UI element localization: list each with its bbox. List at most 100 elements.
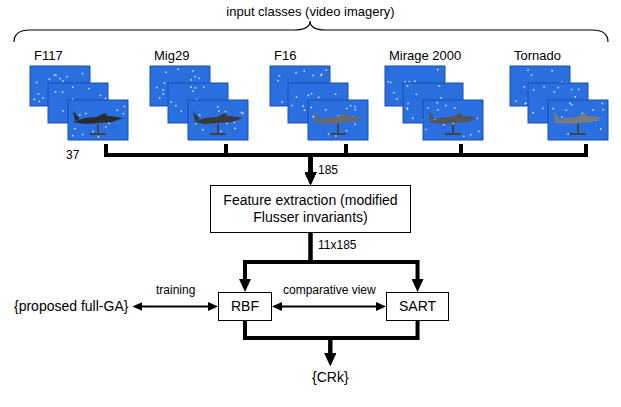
noise-speck (105, 126, 107, 128)
noise-speck (190, 79, 192, 81)
video-frame (423, 100, 483, 140)
noise-speck (350, 105, 352, 107)
process-box: RBF (218, 292, 272, 321)
frame-ground (188, 100, 248, 140)
video-frame (308, 100, 368, 140)
noise-speck (335, 93, 337, 95)
noise-speck (38, 93, 40, 95)
noise-speck (527, 69, 529, 71)
flow-arrow (311, 144, 587, 177)
noise-speck (543, 86, 545, 87)
noise-speck (175, 105, 177, 107)
noise-speck (39, 101, 41, 103)
noise-speck (335, 135, 337, 137)
noise-speck (156, 87, 158, 89)
noise-speck (393, 92, 395, 94)
noise-speck (427, 107, 429, 109)
noise-speck (571, 104, 573, 106)
noise-speck (440, 97, 442, 99)
noise-speck (407, 107, 409, 109)
noise-speck (478, 131, 480, 133)
noise-speck (218, 110, 220, 112)
noise-speck (62, 80, 64, 82)
image-class: Mirage 2000 (381, 48, 487, 144)
noise-speck (117, 110, 119, 112)
noise-speck (72, 135, 74, 137)
edge-label: comparative view (282, 283, 377, 297)
aircraft-wing (90, 113, 110, 120)
frame-ground (548, 100, 608, 140)
image-class: F117 (26, 48, 132, 144)
flow-arrow (311, 144, 347, 177)
noise-speck (321, 74, 323, 76)
noise-speck (354, 124, 356, 126)
count-label: 185 (318, 163, 338, 177)
video-frame (68, 100, 128, 140)
noise-speck (82, 73, 84, 75)
noise-speck (311, 93, 313, 95)
noise-speck (532, 112, 534, 114)
aircraft-picture (428, 111, 478, 134)
noise-speck (234, 122, 236, 124)
noise-speck (36, 82, 38, 84)
noise-speck (62, 92, 64, 94)
noise-speck (88, 88, 90, 90)
aircraft-stand (330, 124, 346, 134)
noise-speck (425, 129, 427, 131)
noise-speck (575, 96, 577, 98)
noise-speck (199, 114, 201, 116)
noise-speck (318, 97, 320, 99)
flow-arrow (106, 144, 311, 177)
noise-speck (558, 87, 560, 89)
noise-speck (346, 108, 348, 110)
noise-speck (437, 69, 439, 71)
title-wrap: input classes (video imagery) (0, 2, 621, 20)
noise-speck (582, 112, 584, 114)
aircraft-stand (445, 124, 461, 134)
noise-speck (195, 87, 197, 89)
noise-speck (225, 111, 227, 113)
noise-speck (325, 69, 327, 71)
noise-speck (312, 75, 314, 77)
frame-ground (68, 100, 128, 140)
noise-speck (194, 76, 196, 78)
aircraft-wing (570, 113, 590, 120)
noise-speck (600, 128, 602, 130)
noise-speck (313, 116, 315, 118)
node-text: {proposed full-GA} (14, 298, 128, 315)
noise-speck (105, 98, 107, 100)
edge-label: training (155, 283, 196, 297)
noise-speck (217, 106, 219, 108)
noise-speck (234, 128, 236, 129)
aircraft-picture (193, 111, 243, 134)
flow-arrow (245, 321, 330, 358)
process-box: Feature extraction (modified Flusser inv… (210, 185, 411, 233)
noise-speck (85, 113, 87, 115)
frame-ground (423, 100, 483, 140)
noise-speck (515, 100, 517, 102)
noise-speck (165, 72, 167, 74)
noise-speck (159, 97, 161, 99)
noise-speck (304, 70, 306, 72)
noise-speck (98, 136, 100, 138)
noise-speck (198, 78, 200, 80)
noise-speck (281, 101, 283, 103)
noise-speck (177, 68, 179, 70)
noise-speck (388, 81, 390, 83)
noise-speck (59, 78, 61, 80)
aircraft-picture (553, 111, 603, 134)
noise-speck (569, 103, 571, 104)
noise-speck (295, 72, 297, 74)
double-arrow (277, 306, 381, 308)
noise-speck (414, 81, 416, 83)
video-frame (548, 100, 608, 140)
noise-speck (34, 99, 36, 101)
noise-speck (390, 82, 392, 84)
noise-speck (296, 96, 298, 98)
box-text: Feature extraction (modified Flusser inv… (221, 192, 400, 226)
noise-speck (220, 131, 222, 133)
noise-speck (195, 123, 197, 125)
noise-speck (291, 105, 293, 107)
aircraft-stand (90, 124, 106, 134)
